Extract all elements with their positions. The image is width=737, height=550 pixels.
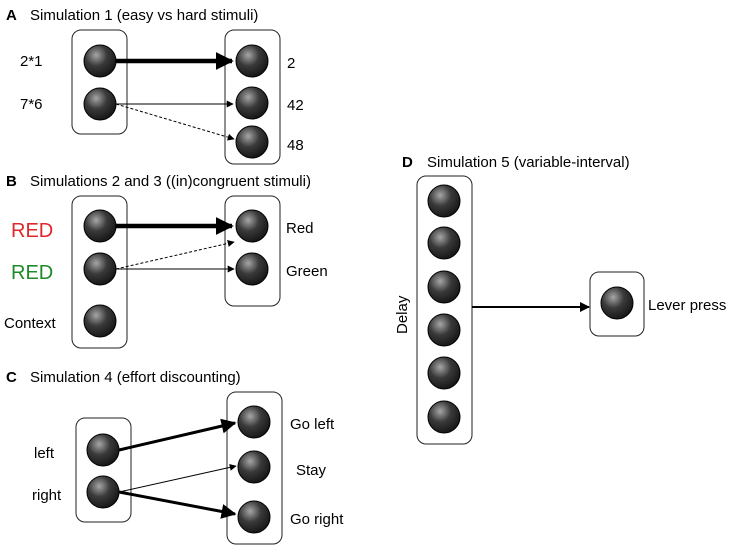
panel-b-input-node-3 <box>83 304 117 338</box>
panel-d-delay-node-6 <box>427 400 461 434</box>
panel-a-input-label-1: 2*1 <box>20 53 43 70</box>
panel-c-output-label-1: Go left <box>290 416 335 433</box>
panel-c-letter: C <box>6 369 17 386</box>
panel-a-output-node-1 <box>235 44 269 78</box>
panel-a-dashed-connection <box>115 103 235 141</box>
panel-a-output-label-2: 42 <box>287 97 304 114</box>
panel-d-title: Simulation 5 (variable-interval) <box>427 154 630 171</box>
panel-d: D Simulation 5 (variable-interval) Delay… <box>394 154 726 445</box>
panel-a-title: Simulation 1 (easy vs hard stimuli) <box>30 7 258 24</box>
panel-c-right-to-stay <box>118 463 237 493</box>
panel-b: B Simulations 2 and 3 ((in)congruent sti… <box>4 173 328 349</box>
panel-d-delay-node-1 <box>427 184 461 218</box>
panel-b-input-label-green: RED <box>11 262 53 284</box>
panel-d-delay-node-3 <box>427 270 461 304</box>
panel-c-output-label-2: Stay <box>296 462 327 479</box>
panel-a-input-node-2 <box>83 87 117 121</box>
panel-b-input-node-2 <box>83 252 117 286</box>
panel-b-output-label-2: Green <box>286 263 328 280</box>
panel-a-output-node-2 <box>235 86 269 120</box>
panel-d-delay-node-5 <box>427 356 461 390</box>
panel-c-output-label-3: Go right <box>290 511 344 528</box>
panel-a: A Simulation 1 (easy vs hard stimuli) 2*… <box>6 7 304 165</box>
panel-c-right-to-go-right <box>118 490 237 519</box>
panel-b-title: Simulations 2 and 3 ((in)congruent stimu… <box>30 173 311 190</box>
panel-c-title: Simulation 4 (effort discounting) <box>30 369 241 386</box>
panel-d-delay-label: Delay <box>394 295 411 334</box>
panel-d-output-label: Lever press <box>648 297 726 314</box>
panel-a-letter: A <box>6 7 17 24</box>
panel-b-dashed-connection <box>115 239 235 270</box>
panel-a-input-label-2: 7*6 <box>20 96 43 113</box>
panel-d-delay-node-2 <box>427 226 461 260</box>
panel-c-input-label-1: left <box>34 445 55 462</box>
panel-b-letter: B <box>6 173 17 190</box>
panel-b-input-node-1 <box>83 209 117 243</box>
panel-c-input-node-2 <box>86 475 120 509</box>
panel-b-output-label-1: Red <box>286 220 314 237</box>
panel-c-output-node-2 <box>237 450 271 484</box>
panel-c-left-to-go-left <box>118 418 237 452</box>
panel-a-output-node-3 <box>235 125 269 159</box>
panel-b-output-node-1 <box>235 209 269 243</box>
panel-d-delay-node-4 <box>427 313 461 347</box>
panel-d-letter: D <box>402 154 413 171</box>
panel-b-input-label-red: RED <box>11 220 53 242</box>
panel-c-output-node-3 <box>237 500 271 534</box>
panel-d-output-node <box>600 286 634 320</box>
panel-a-output-label-1: 2 <box>287 55 295 72</box>
panel-b-input-label-context: Context <box>4 315 57 332</box>
panel-b-output-node-2 <box>235 252 269 286</box>
panel-a-input-node-1 <box>83 44 117 78</box>
panel-a-output-label-3: 48 <box>287 137 304 154</box>
panel-c-input-label-2: right <box>32 487 62 504</box>
panel-c: C Simulation 4 (effort discounting) left… <box>6 369 344 545</box>
panel-c-output-node-1 <box>237 405 271 439</box>
panel-c-input-node-1 <box>86 433 120 467</box>
